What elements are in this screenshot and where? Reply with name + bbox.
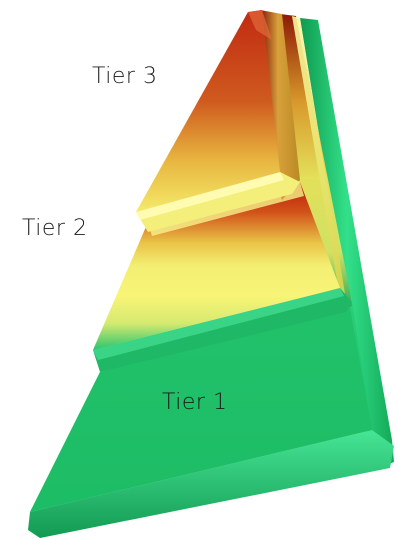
tier-2-block <box>93 14 352 372</box>
tier-3-block <box>136 10 300 232</box>
tier-1-block <box>28 18 394 538</box>
tier-2-label: Tier 2 <box>22 216 88 241</box>
tier-1-label: Tier 1 <box>162 390 228 415</box>
tier-3-label: Tier 3 <box>92 64 158 89</box>
